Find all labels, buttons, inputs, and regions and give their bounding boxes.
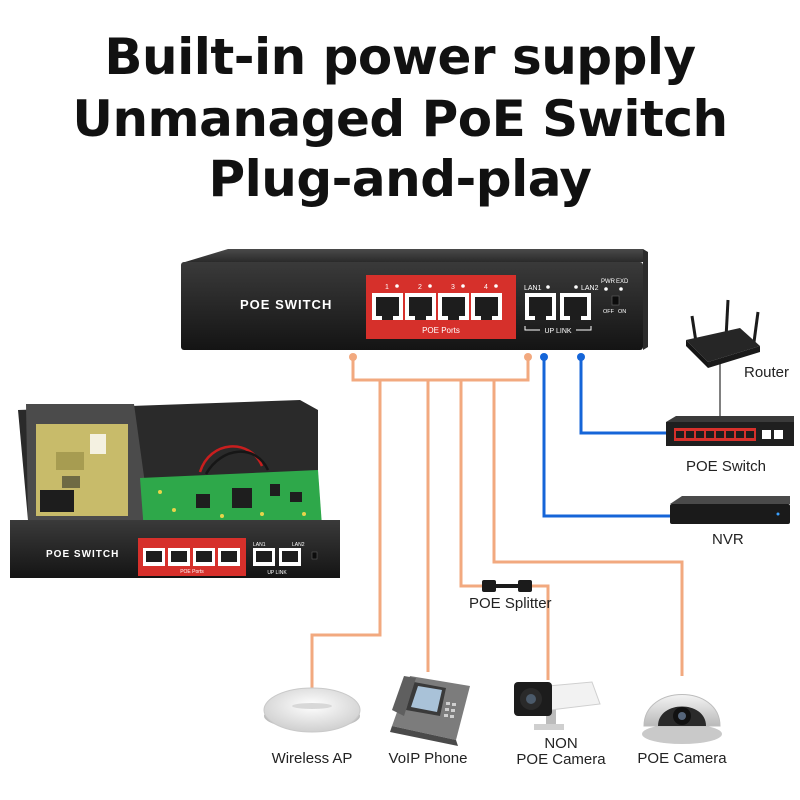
poe-connection-lines bbox=[310, 360, 684, 690]
poe-rj45-ports bbox=[372, 293, 502, 320]
headline-line-2: Unmanaged PoE Switch bbox=[72, 90, 728, 148]
ext-label: EXD bbox=[616, 279, 629, 285]
main-switch-brand: POE SWITCH bbox=[240, 297, 332, 312]
router-icon bbox=[686, 299, 760, 368]
voip-phone-icon bbox=[390, 676, 470, 746]
poe-line-trunk bbox=[351, 360, 530, 382]
on-label: ON bbox=[618, 309, 626, 315]
ext-mode-switch bbox=[611, 295, 620, 306]
lan2-label: LAN2 bbox=[581, 285, 599, 292]
off-label: OFF bbox=[603, 309, 615, 315]
poe-line-poe-camera bbox=[492, 380, 684, 676]
poe-port-leds bbox=[395, 284, 498, 288]
open-uplink-label: UP LINK bbox=[267, 570, 287, 576]
headline-line-1: Built-in power supply bbox=[104, 28, 696, 86]
poe-line-wireless-ap bbox=[310, 380, 382, 690]
uplink-line-poe-switch bbox=[579, 360, 668, 435]
non-poe-camera-icon bbox=[514, 681, 601, 730]
nvr-label: NVR bbox=[712, 531, 744, 548]
poe-camera-label: POE Camera bbox=[637, 750, 727, 767]
uplink-label: UP LINK bbox=[544, 328, 571, 335]
poe-camera-icon bbox=[642, 684, 722, 744]
poe-splitter-icon bbox=[482, 580, 532, 592]
poe-line-splitter bbox=[459, 380, 482, 588]
open-lan1-label: LAN1 bbox=[253, 542, 266, 548]
pwr-label: PWR bbox=[601, 279, 616, 285]
poe-switch-device-icon bbox=[666, 416, 794, 446]
open-uplink-rj45-ports bbox=[253, 548, 301, 566]
port-number-4: 4 bbox=[484, 284, 488, 291]
uplink-line-nvr bbox=[542, 360, 670, 518]
non-poe-camera-label-line2: POE Camera bbox=[516, 751, 606, 768]
voip-phone-label: VoIP Phone bbox=[388, 750, 468, 767]
poe-port-dot-left bbox=[349, 353, 357, 361]
uplink-dot-lan2 bbox=[577, 353, 585, 361]
main-poe-switch: POE SWITCH 1 2 3 4 POE Ports LAN1 bbox=[181, 249, 648, 350]
nvr-icon bbox=[670, 496, 790, 524]
open-switch-brand: POE SWITCH bbox=[46, 549, 119, 560]
wireless-ap-icon bbox=[263, 687, 361, 733]
poe-port-dot-right bbox=[524, 353, 532, 361]
uplink-connection-lines bbox=[542, 360, 670, 518]
router-label: Router bbox=[744, 364, 790, 381]
open-lan2-label: LAN2 bbox=[292, 542, 305, 548]
headline-line-3: Plug-and-play bbox=[208, 150, 592, 208]
open-poe-ports-label: POE Ports bbox=[180, 569, 204, 575]
poe-ports-label: POE Ports bbox=[422, 326, 460, 335]
poe-line-non-poe-camera bbox=[532, 584, 550, 680]
port-number-2: 2 bbox=[418, 284, 422, 291]
uplink-dot-lan1 bbox=[540, 353, 548, 361]
open-poe-rj45-ports bbox=[143, 548, 240, 566]
lan1-label: LAN1 bbox=[524, 285, 542, 292]
port-number-3: 3 bbox=[451, 284, 455, 291]
open-switch-internals: POE SWITCH POE Ports LAN1 LAN2 UP LINK bbox=[10, 400, 340, 578]
poe-splitter-label: POE Splitter bbox=[469, 595, 552, 612]
port-number-1: 1 bbox=[385, 284, 389, 291]
poe-switch-label: POE Switch bbox=[686, 458, 767, 475]
uplink-rj45-ports bbox=[525, 293, 591, 320]
non-poe-camera-label-line1: NON bbox=[544, 735, 578, 752]
wireless-ap-label: Wireless AP bbox=[271, 750, 353, 767]
poe-port-number-labels: 1 2 3 4 bbox=[385, 284, 488, 291]
